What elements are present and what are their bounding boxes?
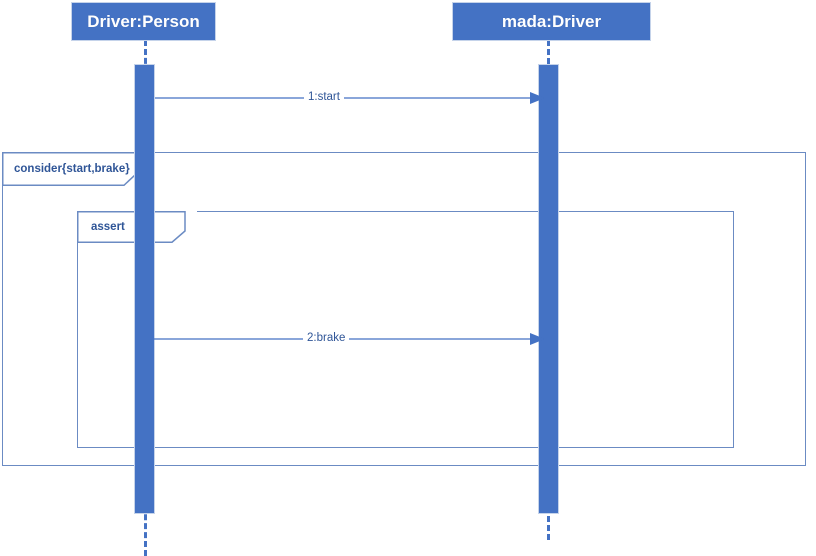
message-2-brake[interactable]: 2:brake	[150, 331, 545, 347]
fragment-consider-operator-text: consider{start,brake}	[14, 163, 130, 175]
fragment-assert-tab-shape	[77, 211, 186, 243]
participant-mada-driver-label: mada:Driver	[501, 11, 602, 31]
message-2-brake-label: 2:brake	[303, 332, 350, 345]
participant-driver-person[interactable]: Driver:Person	[71, 2, 216, 41]
message-1-start[interactable]: 1:start	[155, 90, 545, 106]
fragment-consider-tab-shape	[2, 152, 137, 186]
fragment-assert[interactable]	[77, 211, 734, 448]
activation-bar-driver[interactable]	[134, 64, 155, 514]
activation-bar-mada[interactable]	[538, 64, 559, 514]
fragment-consider[interactable]	[2, 152, 806, 466]
participant-driver-person-label: Driver:Person	[87, 11, 200, 31]
message-1-start-label: 1:start	[304, 91, 344, 104]
message-1-start-arrow	[155, 92, 545, 104]
participant-mada-driver[interactable]: mada:Driver	[452, 2, 651, 41]
fragment-consider-operator-label: consider{start,brake}	[2, 152, 137, 186]
fragment-assert-operator-text: assert	[91, 221, 125, 233]
